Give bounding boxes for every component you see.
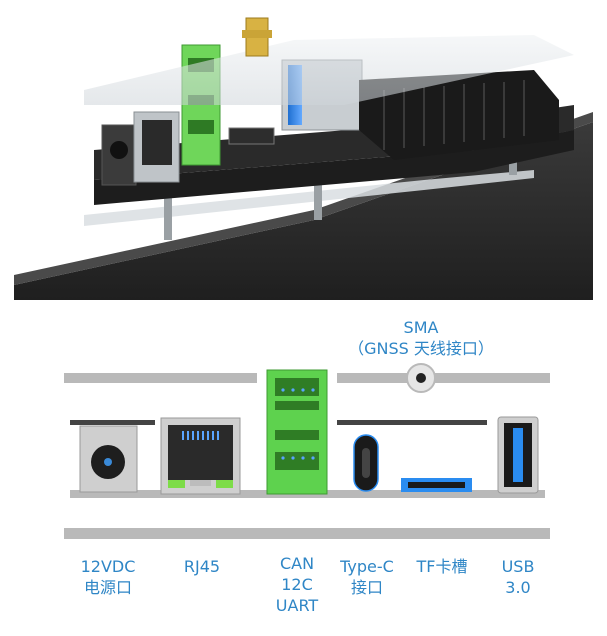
tf-slot-render (229, 128, 274, 144)
panel-bottom-bar (70, 490, 545, 498)
label-sma-line2: （GNSS 天线接口） (340, 338, 502, 359)
label-usb-line2: 3.0 (490, 577, 546, 598)
panel-top-bar-left (64, 373, 257, 383)
rj45-port (161, 418, 240, 494)
label-dc: 12VDC 电源口 (68, 556, 148, 598)
label-usb-line1: USB (490, 556, 546, 577)
panel-mid-bar-left (70, 420, 155, 425)
label-usb: USB 3.0 (490, 556, 546, 598)
label-typec-line2: 接口 (332, 577, 402, 598)
label-can-line2: 12C (262, 574, 332, 595)
label-sma: SMA （GNSS 天线接口） (340, 317, 502, 359)
label-sma-line1: SMA (340, 317, 502, 338)
label-can-line3: UART (262, 595, 332, 616)
panel-base-bar (64, 528, 550, 539)
tf-card-slot (401, 478, 472, 492)
board-render (14, 0, 593, 300)
label-typec-line1: Type-C (332, 556, 402, 577)
usb3-port (498, 417, 538, 493)
label-tf: TF卡槽 (404, 556, 480, 577)
label-can-line1: CAN (262, 553, 332, 574)
label-rj45-line1: RJ45 (170, 556, 234, 577)
label-dc-line2: 电源口 (68, 577, 148, 598)
panel-top-bar-right (337, 373, 550, 383)
label-dc-line1: 12VDC (68, 556, 148, 577)
type-c-port (354, 435, 378, 491)
sma-port (407, 364, 435, 392)
panel-mid-bar-right (337, 420, 487, 425)
label-typec: Type-C 接口 (332, 556, 402, 598)
dc-jack (80, 426, 137, 492)
label-can: CAN 12C UART (262, 553, 332, 616)
label-tf-line1: TF卡槽 (404, 556, 480, 577)
label-rj45: RJ45 (170, 556, 234, 577)
terminal-block (267, 370, 327, 494)
